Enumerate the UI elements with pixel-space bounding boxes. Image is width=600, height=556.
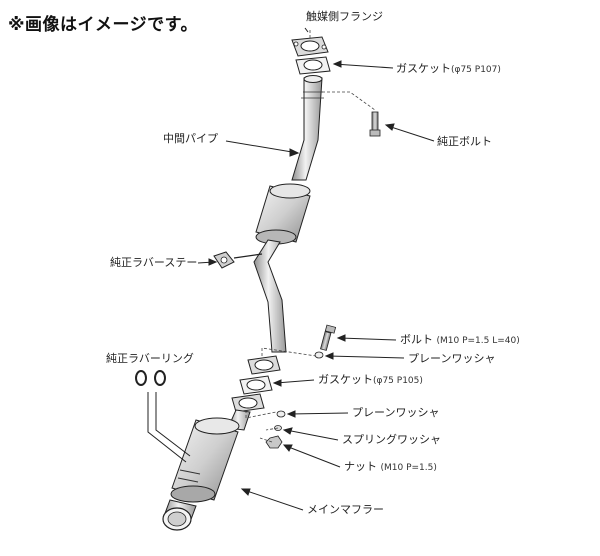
label-spring-washer: スプリングワッシャ <box>342 433 441 446</box>
label-catalyst-flange: 触媒側フランジ <box>306 10 383 23</box>
label-nut: ナット (M10 P=1.5) <box>344 460 437 475</box>
leader-lines <box>197 27 435 511</box>
label-gasket-mid: ガスケット(φ75 P105) <box>318 373 423 388</box>
main-muffler <box>170 409 251 503</box>
label-rubber-stay: 純正ラバーステー <box>110 256 198 269</box>
plain-washer-top <box>314 351 324 359</box>
image-notice: ※画像はイメージです。 <box>8 15 198 35</box>
plain-washer-bottom <box>276 410 286 418</box>
label-gasket-top: ガスケット(φ75 P107) <box>396 62 501 77</box>
center-pipe <box>291 75 324 181</box>
label-center-pipe: 中間パイプ <box>163 132 218 145</box>
label-stock-bolt: 純正ボルト <box>437 135 492 148</box>
catalyst-flange <box>291 36 329 57</box>
mid-flange <box>247 355 281 375</box>
flange-bolt <box>320 324 337 351</box>
muffler-flange <box>231 393 265 413</box>
label-gasket-mid-spec: (φ75 P105) <box>373 376 423 386</box>
label-plain-washer-2: プレーンワッシャ <box>352 406 440 419</box>
rubber-stay <box>213 251 263 269</box>
label-gasket-top-text: ガスケット <box>396 62 451 75</box>
label-plain-washer-1: プレーンワッシャ <box>408 352 496 365</box>
rubber-ring-left <box>135 370 147 386</box>
label-nut-spec: (M10 P=1.5) <box>380 463 437 473</box>
label-gasket-top-spec: (φ75 P107) <box>451 65 501 75</box>
rubber-ring-right <box>154 370 166 386</box>
assembly-guides <box>245 30 376 443</box>
label-bolt: ボルト (M10 P=1.5 L=40) <box>400 333 520 348</box>
rear-pipe <box>253 239 287 353</box>
tail-pipe <box>162 499 197 531</box>
label-main-muffler: メインマフラー <box>307 503 384 516</box>
gasket-mid <box>239 375 273 395</box>
center-resonator <box>255 183 311 245</box>
stock-bolt <box>369 111 381 137</box>
label-gasket-mid-text: ガスケット <box>318 373 373 386</box>
label-bolt-spec: (M10 P=1.5 L=40) <box>436 336 520 346</box>
label-bolt-text: ボルト <box>400 333 433 346</box>
gasket-top <box>295 56 331 75</box>
label-nut-text: ナット <box>344 460 377 473</box>
nut <box>265 435 283 449</box>
label-rubber-ring: 純正ラバーリング <box>106 352 194 365</box>
